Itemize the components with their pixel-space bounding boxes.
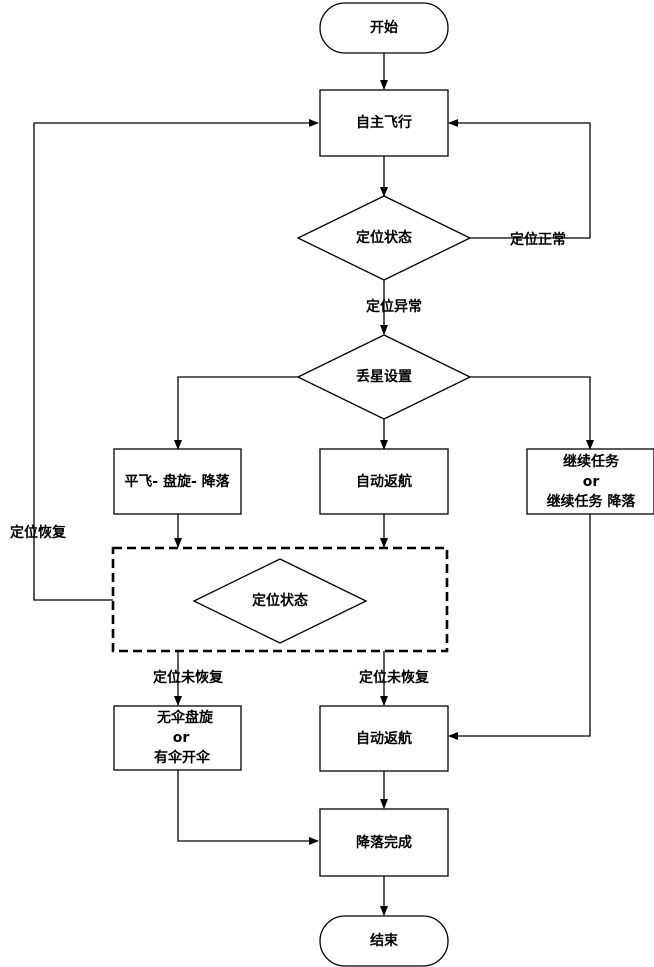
no-chute-or: or — [173, 730, 190, 746]
end-terminal — [319, 915, 449, 967]
landing-complete-box — [319, 808, 449, 877]
continue-task-label: 继续任务 — [563, 453, 620, 470]
auto-return-label-2: 自动返航 — [356, 730, 412, 747]
position-check-dashed-group — [111, 546, 449, 653]
continue-task-or: or — [583, 474, 600, 490]
arrow-recovered-loop — [33, 119, 319, 601]
start-terminal — [319, 2, 449, 54]
continue-task-land-label: 继续任务 降落 — [547, 493, 637, 510]
chute-open-label: 有伞开伞 — [154, 749, 211, 766]
position-abnormal-label: 定位异常 — [366, 298, 422, 315]
arrow-normal-loop — [448, 119, 591, 239]
lost-star-setting-label: 丢星设置 — [356, 368, 412, 385]
start-label: 开始 — [370, 19, 398, 36]
auto-return-box-2 — [319, 705, 449, 772]
position-status-label-1: 定位状态 — [356, 229, 412, 246]
arrow-lost-to-right — [470, 376, 594, 450]
level-hover-land-box — [113, 448, 242, 515]
continue-task-box — [526, 448, 654, 515]
not-recovered-mid-label: 定位未恢复 — [359, 669, 430, 686]
position-recovered-label: 定位恢复 — [10, 524, 67, 541]
position-status-diamond-1 — [296, 195, 472, 281]
position-normal-label: 定位正常 — [510, 231, 566, 248]
auto-return-label-1: 自动返航 — [356, 473, 412, 490]
level-hover-land-label: 平飞- 盘旋- 降落 — [124, 473, 230, 490]
autonomous-flight-box — [319, 89, 449, 157]
position-status-diamond-2 — [192, 558, 368, 644]
arrow-lost-to-left — [174, 376, 298, 450]
autonomous-flight-label: 自主飞行 — [356, 114, 412, 131]
not-recovered-left-label: 定位未恢复 — [153, 669, 224, 686]
lost-star-setting-diamond — [296, 334, 472, 420]
landing-complete-label: 降落完成 — [356, 834, 412, 851]
arrow-continue-to-return2 — [448, 514, 591, 740]
auto-return-box-1 — [319, 448, 449, 515]
no-chute-box — [113, 705, 242, 771]
arrow-nochute-to-complete — [177, 770, 319, 845]
position-status-label-2: 定位状态 — [252, 592, 308, 609]
end-label: 结束 — [370, 932, 399, 949]
no-chute-hover-label: 无伞盘旋 — [156, 709, 214, 726]
